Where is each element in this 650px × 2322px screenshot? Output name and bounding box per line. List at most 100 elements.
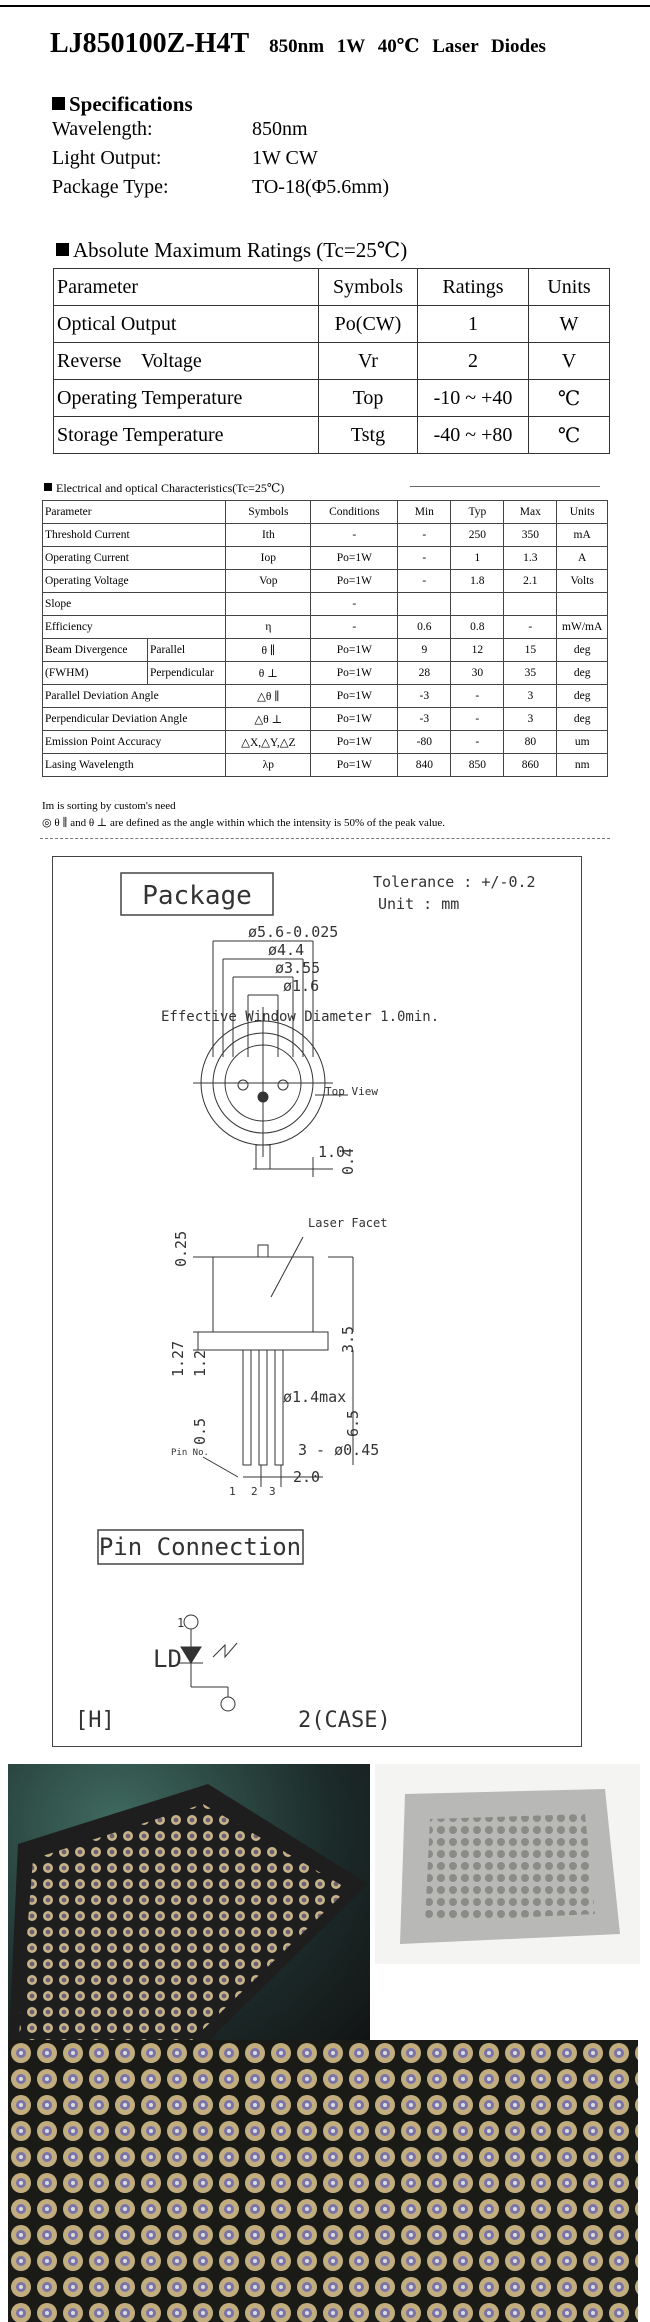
table-row: Beam Divergence Parallel θ ∥ Po=1W 9 12 … bbox=[42, 638, 608, 662]
package-label: Package bbox=[142, 881, 252, 911]
pin-3-number: 3 bbox=[269, 1485, 276, 1498]
package-drawing: Package Tolerance : +/-0.2 Unit : mm ø5.… bbox=[52, 856, 582, 1747]
table-cell: Perpendicular bbox=[146, 661, 227, 685]
emission-arrow-icon bbox=[212, 1642, 238, 1659]
table-cell: 850 bbox=[450, 753, 505, 777]
table-cell: 35 bbox=[503, 661, 558, 685]
dim-4-4: ø4.4 bbox=[268, 941, 304, 959]
drawing-lines bbox=[179, 940, 354, 1712]
table-row: Emission Point Accuracy △X,△Y,△Z Po=1W -… bbox=[41, 730, 608, 754]
table-cell: 28 bbox=[397, 661, 452, 685]
table-cell: deg bbox=[556, 638, 608, 662]
table-header: Typ bbox=[450, 500, 505, 524]
table-cell: Tstg bbox=[318, 416, 418, 454]
table-cell: Top bbox=[318, 379, 418, 417]
square-bullet-icon bbox=[52, 97, 65, 110]
table-cell: 2.1 bbox=[503, 569, 558, 593]
table-cell: 2 bbox=[417, 342, 529, 380]
h-label: [H] bbox=[75, 1708, 115, 1733]
circle-bullet-icon: ◎ bbox=[42, 817, 55, 829]
pin-2-terminal bbox=[220, 1696, 236, 1712]
table-cell: Parallel bbox=[146, 638, 227, 662]
diode-symbol bbox=[180, 1646, 202, 1664]
table-header: Parameter bbox=[41, 500, 227, 524]
table-cell: 0.8 bbox=[450, 615, 505, 639]
table-cell: Optical Output bbox=[53, 305, 319, 343]
table-cell: Po(CW) bbox=[318, 305, 418, 343]
pin-circle bbox=[277, 1079, 289, 1091]
table-cell: 80 bbox=[503, 730, 558, 754]
table-cell: 1 bbox=[450, 546, 505, 570]
cap-body bbox=[212, 1256, 314, 1333]
electrical-table: Parameter Symbols Conditions Min Typ Max… bbox=[41, 500, 608, 777]
table-cell bbox=[397, 592, 452, 616]
table-cell bbox=[450, 592, 505, 616]
table-cell: Po=1W bbox=[310, 707, 399, 731]
table-cell: - bbox=[397, 569, 452, 593]
dim-1-4max: ø1.4max bbox=[283, 1388, 346, 1406]
table-row: Optical Output Po(CW) 1 W bbox=[53, 305, 610, 343]
table-cell: Slope bbox=[41, 592, 227, 616]
table-cell: △θ ⊥ bbox=[225, 707, 312, 731]
table-cell: 1.3 bbox=[503, 546, 558, 570]
table-cell: - bbox=[450, 730, 505, 754]
table-cell: Threshold Current bbox=[41, 523, 227, 547]
table-cell: -10 ~ +40 bbox=[417, 379, 529, 417]
table-cell: Po=1W bbox=[310, 569, 399, 593]
table-header: Symbols bbox=[225, 500, 312, 524]
package-label-box bbox=[120, 872, 274, 916]
table-cell: um bbox=[556, 730, 608, 754]
dim-0-25: 0.25 bbox=[172, 1231, 190, 1267]
abs-max-table: Parameter Symbols Ratings Units Optical … bbox=[53, 268, 610, 454]
dim-3-5: 3.5 bbox=[339, 1326, 357, 1353]
table-cell: Po=1W bbox=[310, 661, 399, 685]
closeup-image bbox=[8, 2040, 638, 2322]
divider bbox=[410, 486, 600, 487]
table-cell: deg bbox=[556, 707, 608, 731]
table-cell: θ ∥ bbox=[225, 638, 312, 662]
table-cell: -80 bbox=[397, 730, 452, 754]
table-cell: 3 bbox=[503, 707, 558, 731]
table-cell: 860 bbox=[503, 753, 558, 777]
table-cell: 350 bbox=[503, 523, 558, 547]
table-cell: -40 ~ +80 bbox=[417, 416, 529, 454]
table-cell: A bbox=[556, 546, 608, 570]
pin-1-number: 1 bbox=[229, 1485, 236, 1498]
table-row: Efficiency η - 0.6 0.8 - mW/mA bbox=[41, 615, 608, 639]
pin-circle bbox=[237, 1079, 249, 1091]
table-cell: 840 bbox=[397, 753, 452, 777]
table-cell: -3 bbox=[397, 684, 452, 708]
spec-row-package-type: Package Type: TO-18(Φ5.6mm) bbox=[52, 176, 390, 198]
part-number: LJ850100Z-H4T bbox=[50, 28, 250, 59]
table-cell: θ ⊥ bbox=[225, 661, 312, 685]
tolerance-text: Tolerance : +/-0.2 bbox=[373, 873, 536, 891]
table-cell: Iop bbox=[225, 546, 312, 570]
table-cell: -3 bbox=[397, 707, 452, 731]
top-view-text: Top View bbox=[325, 1085, 378, 1098]
table-header: Conditions bbox=[310, 500, 399, 524]
laser-diode-tray-photo bbox=[8, 1764, 370, 2061]
table-cell: Reverse Voltage bbox=[53, 342, 319, 380]
specifications-heading: Specifications bbox=[52, 92, 193, 117]
table-cell: 9 bbox=[397, 638, 452, 662]
tray-image bbox=[8, 1784, 368, 2061]
table-cell: mA bbox=[556, 523, 608, 547]
table-cell: Po=1W bbox=[310, 684, 399, 708]
table-cell: Storage Temperature bbox=[53, 416, 319, 454]
table-cell: - bbox=[397, 546, 452, 570]
table-cell: - bbox=[310, 592, 399, 616]
table-row: Threshold Current Ith - - 250 350 mA bbox=[41, 523, 608, 547]
dim-1-27: 1.27 bbox=[169, 1341, 187, 1377]
pin-2-lead bbox=[258, 1349, 268, 1466]
table-row: Reverse Voltage Vr 2 V bbox=[53, 342, 610, 380]
dim-5-6: ø5.6-0.025 bbox=[248, 923, 338, 941]
table-cell: nm bbox=[556, 753, 608, 777]
table-cell: 1.8 bbox=[450, 569, 505, 593]
table-cell bbox=[225, 592, 312, 616]
dim-1-2: 1.2 bbox=[191, 1350, 209, 1377]
table-row: (FWHM) Perpendicular θ ⊥ Po=1W 28 30 35 … bbox=[42, 661, 608, 685]
bag-image bbox=[400, 1789, 620, 1944]
table-header: Min bbox=[397, 500, 452, 524]
table-cell: Operating Voltage bbox=[41, 569, 227, 593]
window-diameter-text: Effective Window Diameter 1.0min. bbox=[161, 1009, 439, 1025]
